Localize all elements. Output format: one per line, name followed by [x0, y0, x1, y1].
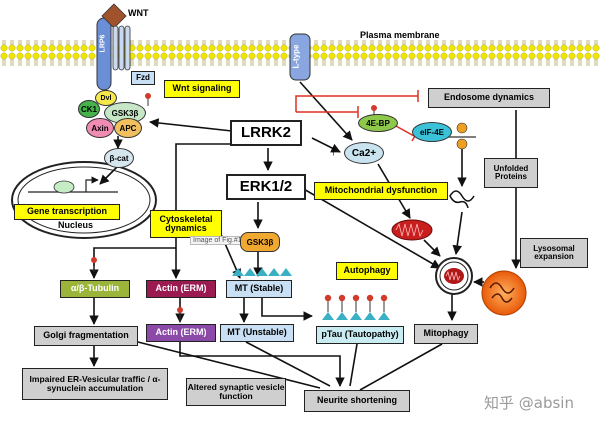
- fzd-receptor: [112, 25, 131, 71]
- actin-erm-box-1: Actin (ERM): [146, 280, 216, 298]
- watermark: 知乎 @absin: [484, 394, 574, 412]
- transcription-start-arrow: [85, 176, 99, 192]
- bcat-bound: [53, 180, 75, 194]
- mitophagy-to-neurite: [359, 343, 443, 391]
- ptau-decoration: [322, 294, 390, 320]
- nucleus-outer: [11, 161, 157, 239]
- actin-erm-box-2: Actin (ERM): [146, 324, 216, 342]
- dvl-node: Dvl: [95, 90, 117, 106]
- mt-unstable-to-neurite: [245, 341, 331, 387]
- gene-transcription-box: Gene transcription: [14, 204, 120, 220]
- lrrk2-inhibits-endosome: [295, 95, 418, 112]
- ltype-to-ca-arrow: [299, 81, 353, 141]
- autophagosome: [435, 257, 473, 295]
- image-caption-tooltip: Image of Fig.#1: [190, 236, 245, 245]
- altered-synaptic-box: Altered synaptic vesicle function: [186, 378, 286, 406]
- bus-to-tubulin: [93, 247, 176, 266]
- endosome-dynamics-box: Endosome dynamics: [428, 88, 550, 108]
- neurite-shortening-box: Neurite shortening: [304, 390, 410, 412]
- fzd-box: Fzd: [131, 71, 155, 85]
- autophagy-box: Autophagy: [336, 262, 398, 280]
- actin-to-neurite: [179, 342, 345, 387]
- nucleus-inner: [17, 166, 151, 234]
- calcium-node: Ca2+: [344, 142, 384, 164]
- apc-node: APC: [114, 118, 142, 138]
- mt-to-ptau: [261, 296, 313, 321]
- impaired-er-box: Impaired ER-Vesicular traffic / α-synucl…: [22, 368, 168, 400]
- erk12-box: ERK1/2: [226, 174, 306, 200]
- l-type-channel: [289, 33, 311, 81]
- lrrk2-to-gsk3b-arrow: [149, 118, 233, 132]
- unfolded-proteins-box: Unfolded Proteins: [484, 158, 538, 188]
- lrrk2-to-ca-arrow: [311, 137, 341, 153]
- mt-unstable-box: MT (Unstable): [220, 324, 294, 342]
- 4ebp-inhibits-eif4e: [395, 125, 415, 137]
- erk-to-autophagy-arrow: [301, 187, 441, 269]
- golgi-to-neurite: [129, 339, 321, 389]
- cytoskeletal-dynamics-box: Cytoskeletal dynamics: [150, 210, 222, 238]
- nucleus-label: Nucleus: [58, 220, 94, 230]
- mrna-cap-structure: [448, 122, 476, 150]
- plasma-membrane-label: Plasma membrane: [360, 30, 440, 40]
- wnt-label: WNT: [128, 8, 149, 18]
- lysosomal-expansion-box: Lysosomal expansion: [520, 238, 588, 268]
- ab-tubulin-box: α/β-Tubulin: [60, 280, 130, 298]
- mitophagy-box: Mitophagy: [414, 324, 478, 344]
- axin-node: Axin: [86, 118, 114, 138]
- beta-catenin-node: β-cat: [104, 148, 134, 168]
- lrp6-label: LRP6: [99, 34, 107, 53]
- unfolded-to-autophagosome-arrow: [452, 211, 463, 255]
- lrrk2-left-bus: [175, 143, 232, 266]
- bcat-to-nucleus-arrow: [99, 165, 119, 185]
- ptau-box: pTau (Tautopathy): [316, 326, 404, 344]
- mitochondrial-dysfunction-box: Mitochondrial dysfunction: [314, 182, 448, 200]
- ca-up-arrow-icon: ↑: [330, 142, 337, 158]
- phospho-gsk3b: [145, 93, 151, 106]
- 4ebp-node: 4E-BP: [358, 114, 398, 132]
- wnt-signaling-box: Wnt signaling: [164, 80, 240, 98]
- l-type-label: L-type: [291, 44, 301, 69]
- eif4e-node: eIF-4E: [412, 122, 452, 142]
- mito-to-autophagosome-arrow: [423, 239, 441, 257]
- unfolded-protein-squiggle: [449, 190, 475, 209]
- mt-stable-decoration: [232, 268, 292, 276]
- lysosome: [481, 270, 527, 316]
- lrrk2-box: LRRK2: [230, 120, 302, 146]
- mitochondrion: [391, 219, 433, 241]
- golgi-fragmentation-box: Golgi fragmentation: [34, 326, 138, 346]
- gsk3b-node: GSK3β: [240, 232, 280, 252]
- mt-stable-box: MT (Stable): [226, 280, 292, 298]
- ck1-node: CK1: [78, 100, 100, 118]
- lrp6-receptor: [96, 17, 112, 91]
